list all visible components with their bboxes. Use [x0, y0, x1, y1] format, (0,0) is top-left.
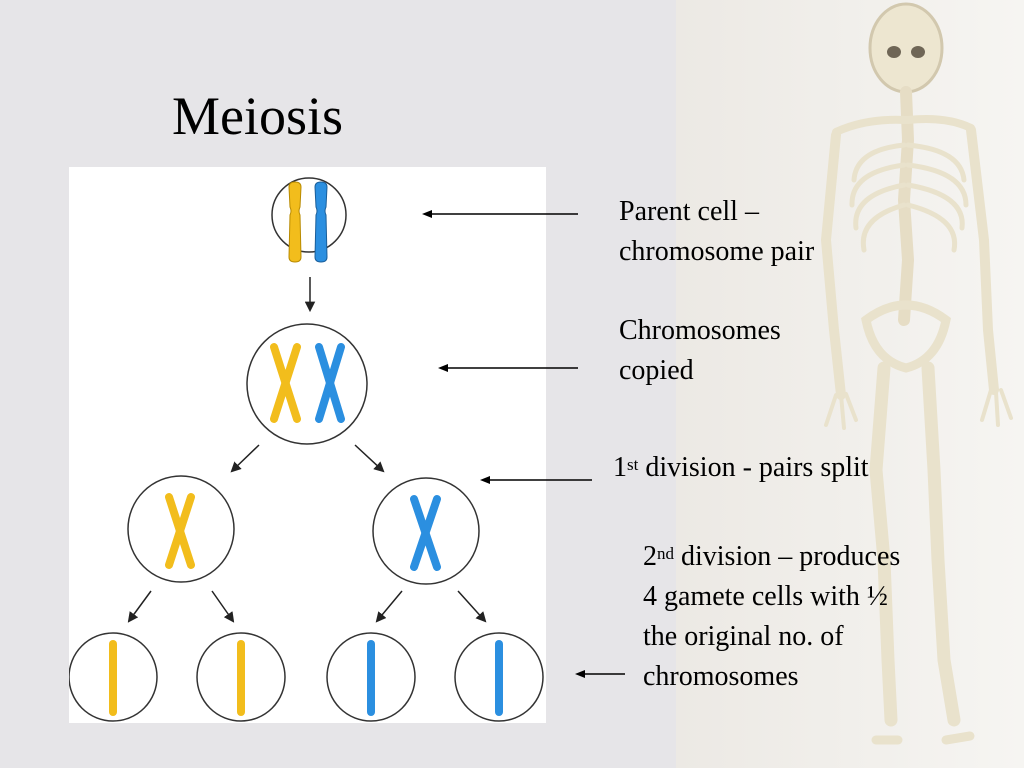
first-division-cell-yellow	[127, 475, 235, 583]
gamete-cell	[196, 632, 286, 722]
pointer-arrow	[480, 476, 592, 484]
skeleton-image	[676, 0, 1024, 768]
annotation-second-division: 2nd division – produces 4 gamete cells w…	[643, 537, 900, 697]
annotation-text: division - pairs split	[638, 452, 869, 483]
ordinal-number: 1	[613, 452, 627, 483]
annotation-line: chromosomes	[643, 661, 799, 692]
pointer-arrow	[438, 364, 578, 372]
gamete-cell	[326, 632, 416, 722]
annotation-line: chromosome pair	[619, 236, 815, 267]
chromosome-yellow	[288, 181, 302, 263]
annotation-line: the original no. of	[643, 621, 844, 652]
ordinal-suffix: st	[627, 455, 639, 474]
first-division-cell-blue	[372, 477, 480, 585]
chromosome-blue	[314, 181, 328, 263]
annotation-parent-cell: Parent cell – chromosome pair	[619, 192, 814, 272]
annotation-line: Chromosomes	[619, 315, 781, 346]
annotation-text: division – produces	[674, 541, 901, 572]
annotation-line: copied	[619, 355, 694, 386]
pointer-arrow	[422, 210, 578, 218]
annotation-chromosomes-copied: Chromosomes copied	[619, 311, 781, 391]
parent-cell	[271, 177, 347, 263]
slide-title: Meiosis	[172, 86, 344, 146]
annotation-line: Parent cell –	[619, 196, 759, 227]
gamete-cell	[69, 632, 158, 722]
annotation-first-division: 1st division - pairs split	[613, 448, 869, 488]
ordinal-suffix: nd	[657, 544, 674, 563]
annotation-line: 4 gamete cells with ½	[643, 581, 888, 612]
meiosis-diagram	[69, 167, 546, 723]
gamete-cell	[454, 632, 544, 722]
pointer-arrow	[575, 670, 625, 678]
copied-cell	[246, 323, 368, 445]
ordinal-number: 2	[643, 541, 657, 572]
